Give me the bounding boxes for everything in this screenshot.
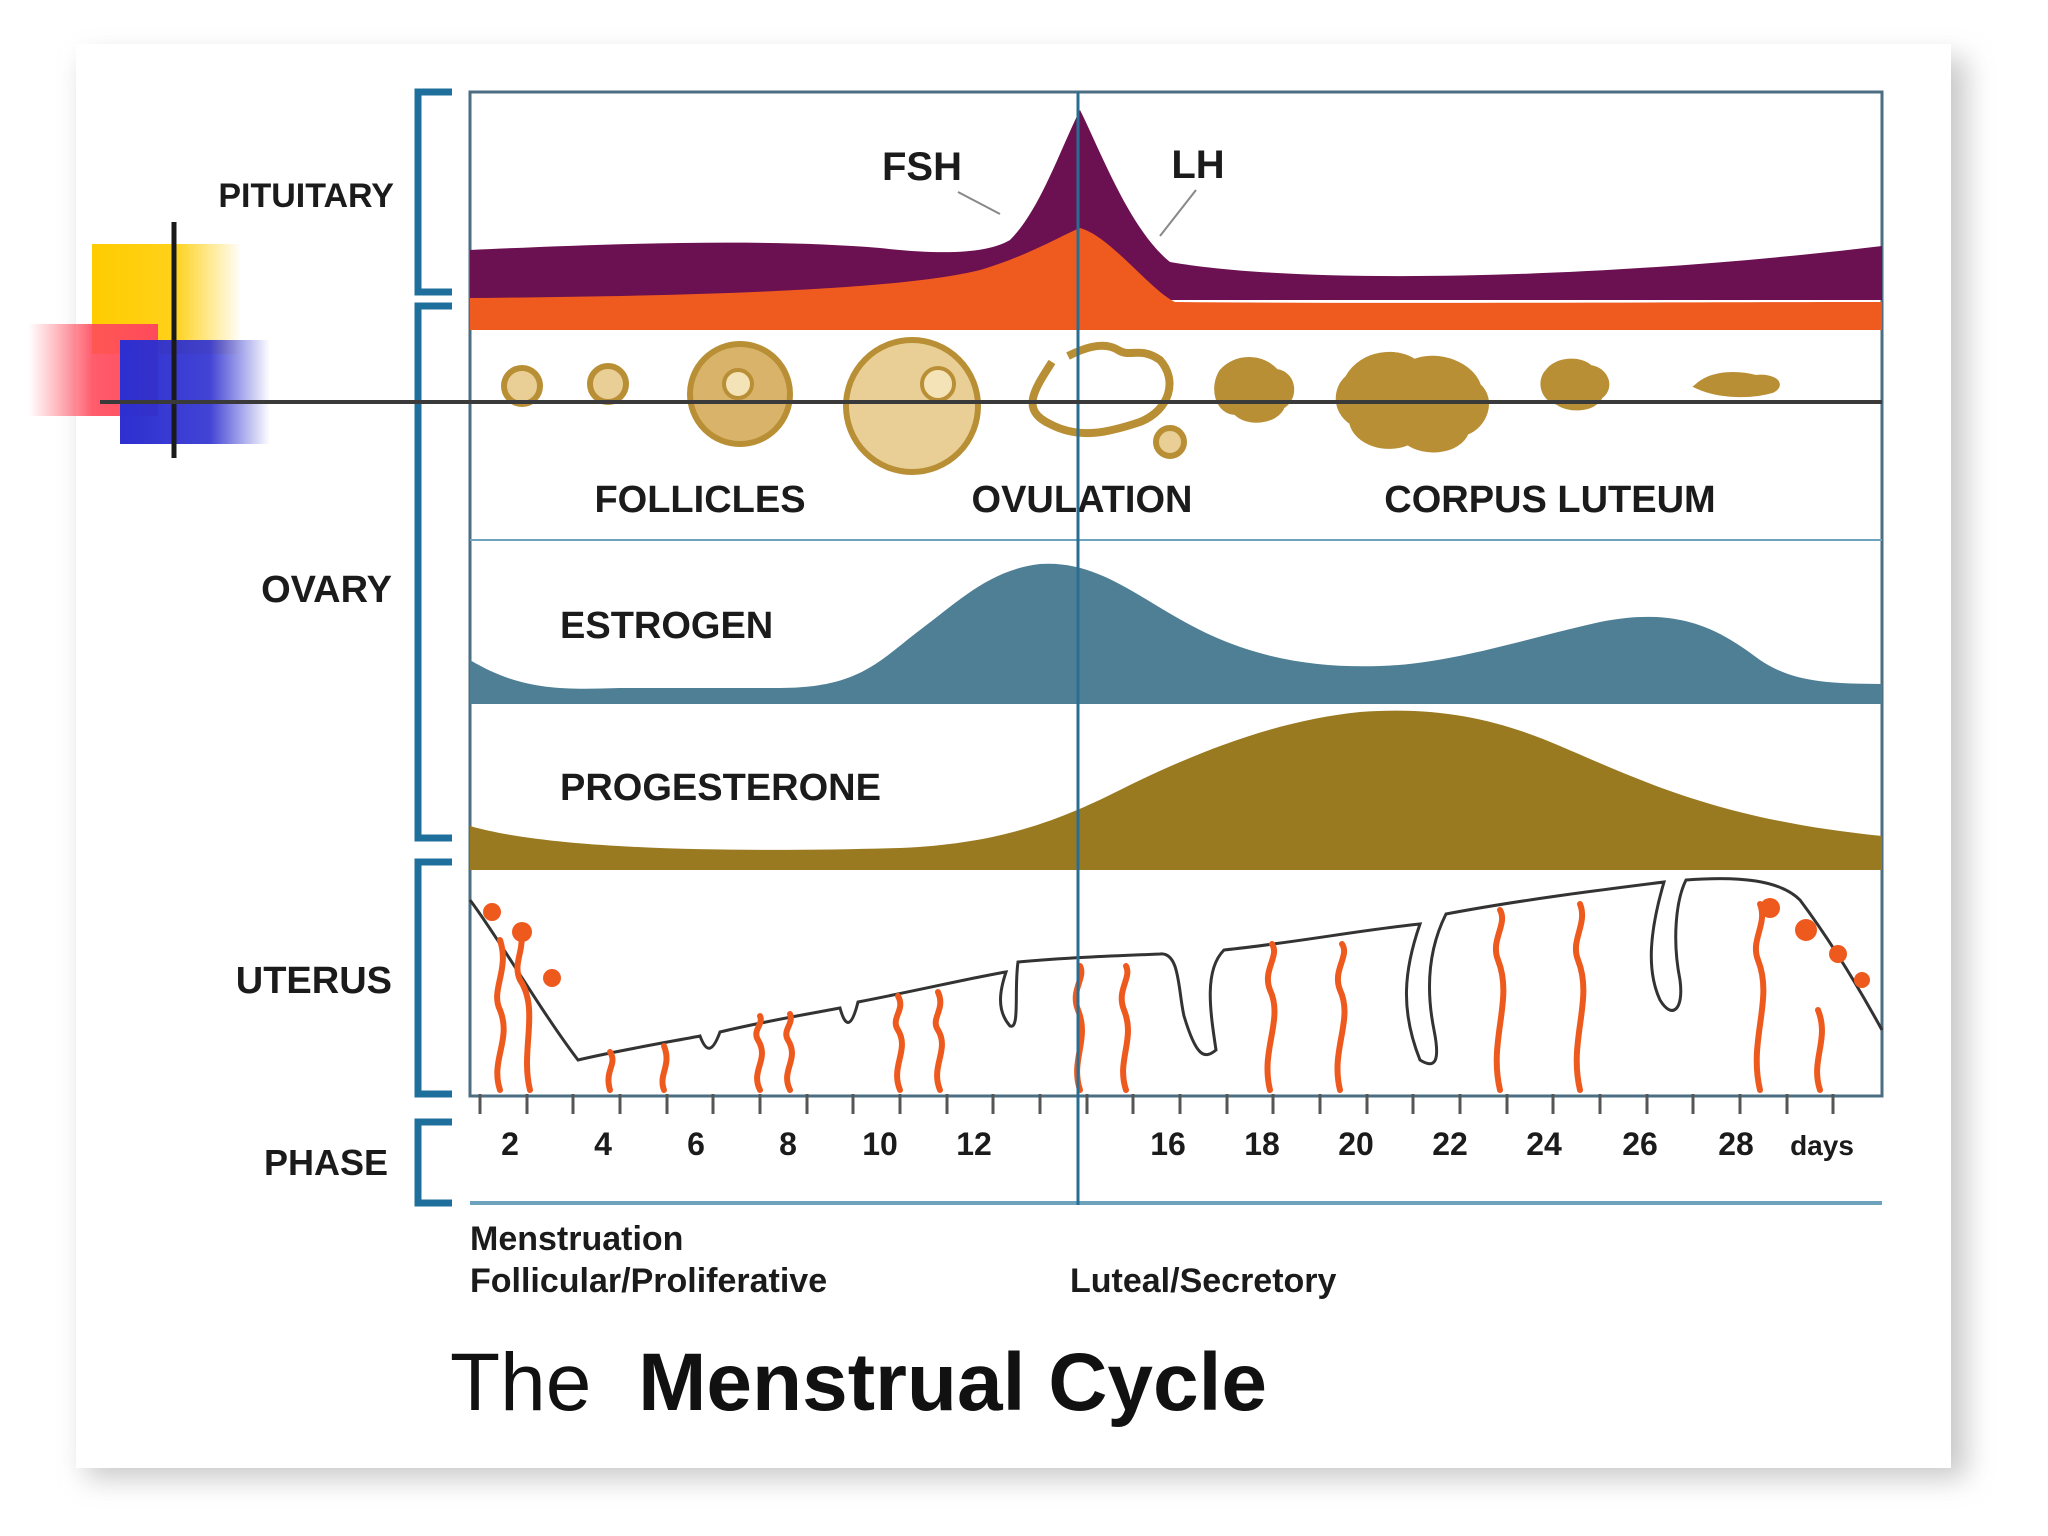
blood-droplet [543,969,561,987]
day-label: 24 [1526,1126,1562,1162]
artery [605,1049,616,1093]
artery [1572,901,1587,1093]
phase-luteal: Luteal/Secretory [1070,1262,1337,1300]
artery [1493,907,1507,1093]
title-bold: Menstrual Cycle [638,1337,1267,1428]
chart-frame [468,90,1884,1098]
fsh-label: FSH [882,145,962,189]
day-label: 2 [501,1126,519,1162]
blood-droplet [512,922,532,942]
artery [932,989,945,1093]
pituitary-bracket [414,88,452,296]
day-tick-marks [478,1094,1835,1114]
uterus-bracket [414,858,452,1098]
section-brackets [414,88,452,1207]
label-follicles: FOLLICLES [594,479,805,521]
day-labels: 2 4 6 8 10 12 16 18 20 22 24 26 28 days [501,1126,1854,1162]
section-label-phase: PHASE [264,1142,388,1183]
artery [1752,901,1767,1093]
pituitary-hormones: FSH LH [470,110,1882,330]
section-label-pituitary: PITUITARY [218,177,394,215]
fsh-band [470,228,1882,330]
label-ovulation: OVULATION [972,479,1193,521]
phase-follicular: Follicular/Proliferative [470,1262,827,1300]
blood-droplet [1795,919,1817,941]
lh-label: LH [1171,143,1224,187]
day-unit-label: days [1790,1130,1854,1161]
label-corpus-luteum: CORPUS LUTEUM [1384,479,1715,521]
day-label: 6 [687,1126,705,1162]
day-label: 18 [1244,1126,1280,1162]
blood-droplet [1829,945,1847,963]
day-label: 20 [1338,1126,1374,1162]
follicle-graafian-oocyte [920,366,956,402]
follicle-secondary-oocyte [722,368,754,400]
artery [783,1011,795,1093]
blood-droplet [1854,972,1870,988]
slide-ornament [28,222,1882,458]
released-oocyte [1153,425,1187,459]
artery [892,993,905,1093]
day-label: 8 [779,1126,797,1162]
spiral-arteries [494,901,1825,1093]
day-label: 12 [956,1126,992,1162]
artery [514,927,533,1093]
section-label-ovary: OVARY [261,569,392,611]
progesterone-curve [470,710,1882,870]
early-corpus-luteum [1214,357,1294,423]
endometrium-outline [468,877,1884,1066]
uterine-lining [468,877,1884,1066]
follicle-primordial-1 [501,365,543,407]
follicle-graafian [843,337,981,475]
artery [659,1043,670,1093]
estrogen-curve [470,563,1882,704]
fsh-pointer [957,191,1001,215]
day-label: 4 [594,1126,612,1162]
deco-blue-square [120,340,270,444]
follicle-primordial-2 [587,363,629,405]
day-label: 16 [1150,1126,1186,1162]
section-label-uterus: UTERUS [236,960,392,1002]
follicle-stages [501,337,1780,475]
day-label: 26 [1622,1126,1658,1162]
corpus-albicans [1692,372,1780,398]
day-label: 22 [1432,1126,1468,1162]
artery [494,937,507,1093]
title-light: The [450,1337,591,1428]
lh-pointer [1159,189,1197,237]
lh-band [470,110,1882,300]
phase-menstruation: Menstruation [470,1220,683,1258]
regressing-corpus-luteum [1540,358,1610,411]
day-label: 10 [862,1126,898,1162]
ovulation-rupture [1028,341,1174,438]
artery [1814,1007,1825,1093]
blood-droplet [1760,898,1780,918]
artery [1264,941,1278,1093]
artery [1334,941,1348,1093]
diagram-title: The Menstrual Cycle [450,1337,1267,1428]
day-label: 28 [1718,1126,1754,1162]
phase-bracket [414,1118,452,1207]
progesterone-label: PROGESTERONE [560,767,881,809]
artery [1118,963,1131,1093]
blood-droplet [483,903,501,921]
menstrual-shedding [483,898,1870,988]
artery [753,1013,765,1093]
ovary-bracket [414,302,452,842]
estrogen-label: ESTROGEN [560,605,773,647]
